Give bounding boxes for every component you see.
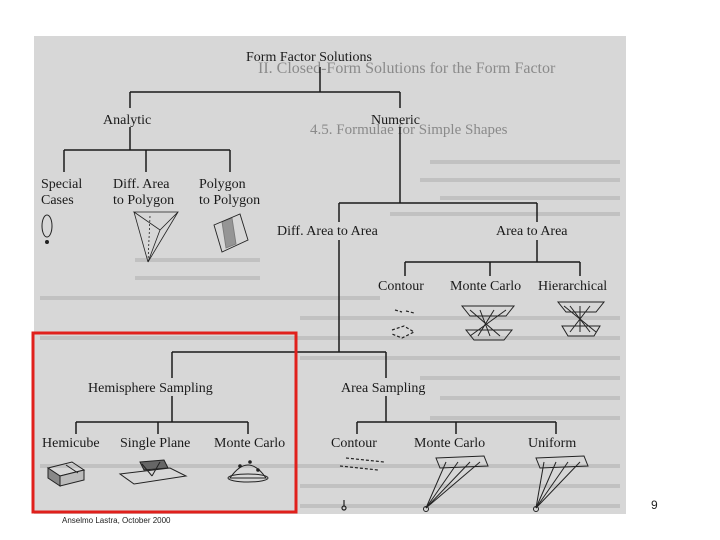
node-analytic: Analytic: [103, 113, 151, 128]
hemicube-figure: [46, 461, 86, 487]
node-hierarchical: Hierarchical: [538, 279, 607, 294]
monte-carlo-bottom-figure: [423, 455, 489, 512]
monte-carlo-hemi-figure: [227, 460, 269, 483]
node-contour-bottom: Contour: [331, 436, 377, 451]
node-special-cases-line1: Special: [41, 177, 82, 192]
single-plane-figure: [118, 459, 188, 485]
node-special-cases-line2: Cases: [41, 193, 74, 208]
node-area-to-area: Area to Area: [496, 224, 568, 239]
node-monte-carlo-top: Monte Carlo: [450, 279, 521, 294]
background-paragraph-lines: [40, 160, 620, 508]
background-heading-2: 4.5. Formulae for Simple Shapes: [310, 122, 508, 138]
page-number: 9: [651, 498, 658, 512]
hierarchical-figure: [556, 301, 606, 337]
node-polygon-polygon-line2: to Polygon: [199, 193, 260, 208]
special-cases-figure: [41, 214, 53, 244]
scanned-page: [34, 36, 626, 514]
tree-connectors: [63, 67, 581, 434]
node-diff-area-polygon-line2: to Polygon: [113, 193, 174, 208]
node-diff-area-polygon-line1: Diff. Area: [113, 177, 170, 192]
node-uniform: Uniform: [528, 436, 576, 451]
node-monte-carlo-bottom: Monte Carlo: [414, 436, 485, 451]
node-numeric: Numeric: [371, 113, 420, 128]
node-form-factor-solutions: Form Factor Solutions: [246, 50, 372, 65]
contour-top-figure: [391, 309, 416, 339]
background-heading-1: II. Closed-Form Solutions for the Form F…: [258, 60, 556, 77]
node-contour-top: Contour: [378, 279, 424, 294]
node-hemicube: Hemicube: [42, 436, 100, 451]
scanned-page-shade: [34, 36, 626, 514]
diff-area-polygon-figure: [132, 211, 179, 263]
node-monte-carlo-hemi: Monte Carlo: [214, 436, 285, 451]
monte-carlo-top-figure: [460, 305, 516, 341]
highlight-frame: [31, 331, 298, 514]
contour-bottom-figure: [339, 457, 385, 511]
node-area-sampling: Area Sampling: [341, 381, 425, 396]
polygon-polygon-figure: [213, 213, 249, 253]
node-diff-area-to-area: Diff. Area to Area: [277, 224, 379, 239]
uniform-figure: [533, 455, 589, 512]
node-hemisphere-sampling: Hemisphere Sampling: [88, 381, 213, 396]
footer-credit: Anselmo Lastra, October 2000: [62, 516, 171, 525]
node-single-plane: Single Plane: [120, 436, 190, 451]
node-polygon-polygon-line1: Polygon: [199, 177, 246, 192]
